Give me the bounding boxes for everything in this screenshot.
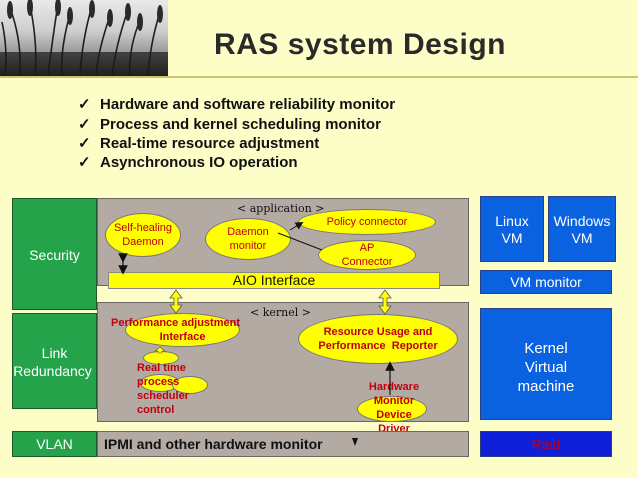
security-box: Security: [12, 198, 97, 310]
arrow-aio-perf-adjust: [169, 289, 183, 314]
ipmi-bar: IPMI and other hardware monitor: [97, 431, 469, 457]
realtime-scheduler-text: Real time process scheduler control: [137, 361, 189, 417]
arrow-daemon-policy: [277, 221, 323, 251]
wheat-field-image: [0, 0, 168, 76]
rt-line2: process: [137, 376, 180, 388]
bullet-text: Process and kernel scheduling monitor: [100, 116, 381, 133]
bullet-text: Asynchronous IO operation: [100, 154, 298, 171]
perf-adjust-line2: Interface: [159, 331, 206, 343]
perf-adjust-line1: Performance adjustment: [111, 317, 240, 329]
bullet-text: Real-time resource adjustment: [100, 135, 320, 152]
linux-vm-label: VM: [501, 230, 523, 246]
hw-line2: Monitor: [373, 395, 415, 407]
hardware-monitor-ellipse: [357, 396, 427, 422]
raid-label: Raid: [531, 436, 561, 452]
bullet-4: ✓ Asynchronous IO operation: [78, 153, 298, 171]
hw-line1: Hardware: [368, 381, 420, 393]
kvm-box: Kernel Virtual machine: [480, 308, 612, 420]
kvm-line1: Kernel: [524, 340, 568, 357]
rt-line1: Real time: [137, 362, 186, 374]
hardware-monitor-driver-text: Hardware Monitor Device Driver: [361, 380, 427, 436]
kvm-line2: Virtual: [524, 359, 568, 376]
bullet-1: ✓ Hardware and software reliability monit…: [78, 95, 395, 113]
scheduler-ellipse-3: [172, 376, 208, 394]
daemon-monitor-line1: Daemon: [227, 226, 269, 238]
application-label: < application >: [237, 202, 325, 215]
linux-label: Linux: [495, 213, 529, 229]
redundancy-label: Redundancy: [13, 363, 92, 379]
daemon-monitor: Daemon monitor: [205, 218, 291, 260]
ap-connector: AP Connector: [318, 240, 416, 270]
vlan-label: VLAN: [36, 436, 73, 452]
arrow-hw-ipmi: [352, 438, 358, 446]
check-icon: ✓: [78, 116, 91, 133]
arrow-perf-scheduler: [154, 346, 166, 354]
link-label: Link: [41, 345, 68, 361]
ap-line2: Connector: [341, 256, 393, 268]
resource-line1: Resource Usage and: [323, 326, 433, 338]
policy-connector: Policy connector: [298, 209, 436, 235]
kernel-label: < kernel >: [250, 306, 311, 319]
check-icon: ✓: [78, 135, 91, 152]
arrow-aio-resource: [378, 289, 392, 315]
link-redundancy-box: Link Redundancy: [12, 313, 97, 409]
vm-monitor-box: VM monitor: [480, 270, 612, 294]
bullet-text: Hardware and software reliability monito…: [100, 96, 396, 113]
aio-interface-label: AIO Interface: [232, 272, 316, 288]
policy-connector-label: Policy connector: [326, 216, 408, 228]
resource-line2: Performance Reporter: [318, 340, 438, 352]
raid-box: Raid: [480, 431, 612, 457]
rt-line3: scheduler: [137, 390, 189, 402]
self-healing-line1: Self-healing: [113, 222, 173, 234]
vlan-box: VLAN: [12, 431, 97, 457]
windows-vm-label: VM: [571, 230, 593, 246]
kvm-line3: machine: [517, 378, 575, 395]
aio-interface-bar: AIO Interface: [108, 272, 440, 289]
security-label: Security: [29, 247, 80, 263]
header-photo: [0, 0, 168, 76]
hw-line3: Device: [376, 409, 412, 421]
page-title: RAS system Design: [214, 28, 506, 61]
check-icon: ✓: [78, 154, 91, 171]
vm-monitor-label: VM monitor: [510, 274, 582, 290]
ipmi-label: IPMI and other hardware monitor: [104, 436, 323, 452]
ap-line1: AP: [359, 242, 375, 254]
windows-label: Windows: [553, 213, 611, 229]
bullet-3: ✓ Real-time resource adjustment: [78, 134, 319, 152]
self-healing-line2: Daemon: [122, 236, 164, 248]
title-underline: [0, 76, 638, 78]
bullet-2: ✓ Process and kernel scheduling monitor: [78, 115, 381, 133]
check-icon: ✓: [78, 96, 91, 113]
rt-line4: control: [137, 404, 175, 416]
daemon-monitor-line2: monitor: [229, 240, 267, 252]
